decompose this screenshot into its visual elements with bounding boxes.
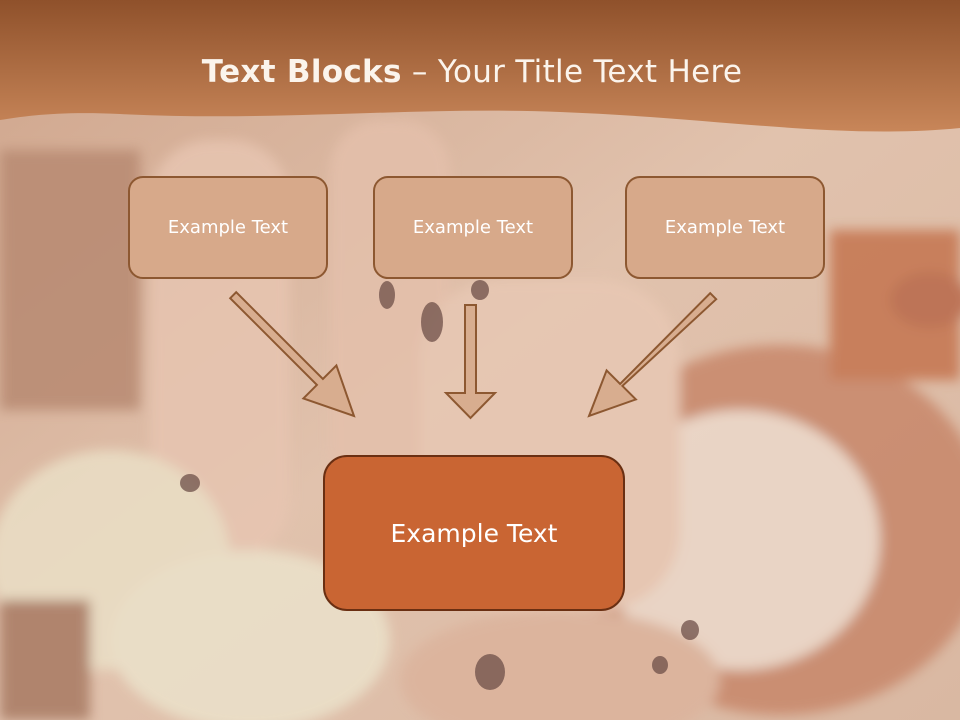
title-dash: – xyxy=(401,54,438,90)
text-block-right[interactable]: Example Text xyxy=(625,176,825,279)
text-block-center-label: Example Text xyxy=(412,217,534,238)
title-rest: Your Title Text Here xyxy=(437,54,743,90)
main-text-block[interactable]: Example Text xyxy=(323,455,625,611)
slide-title: Text Blocks – Your Title Text Here xyxy=(0,54,944,90)
arrow-diagonal-left-icon xyxy=(587,291,718,418)
arrow-diagonal-right-icon xyxy=(228,290,356,418)
text-block-left[interactable]: Example Text xyxy=(128,176,328,279)
text-block-center[interactable]: Example Text xyxy=(373,176,573,279)
arrow-down-icon xyxy=(443,304,498,420)
text-block-left-label: Example Text xyxy=(167,217,289,238)
main-text-block-label: Example Text xyxy=(390,518,558,548)
title-bold: Text Blocks xyxy=(201,54,402,90)
text-block-right-label: Example Text xyxy=(664,217,786,238)
